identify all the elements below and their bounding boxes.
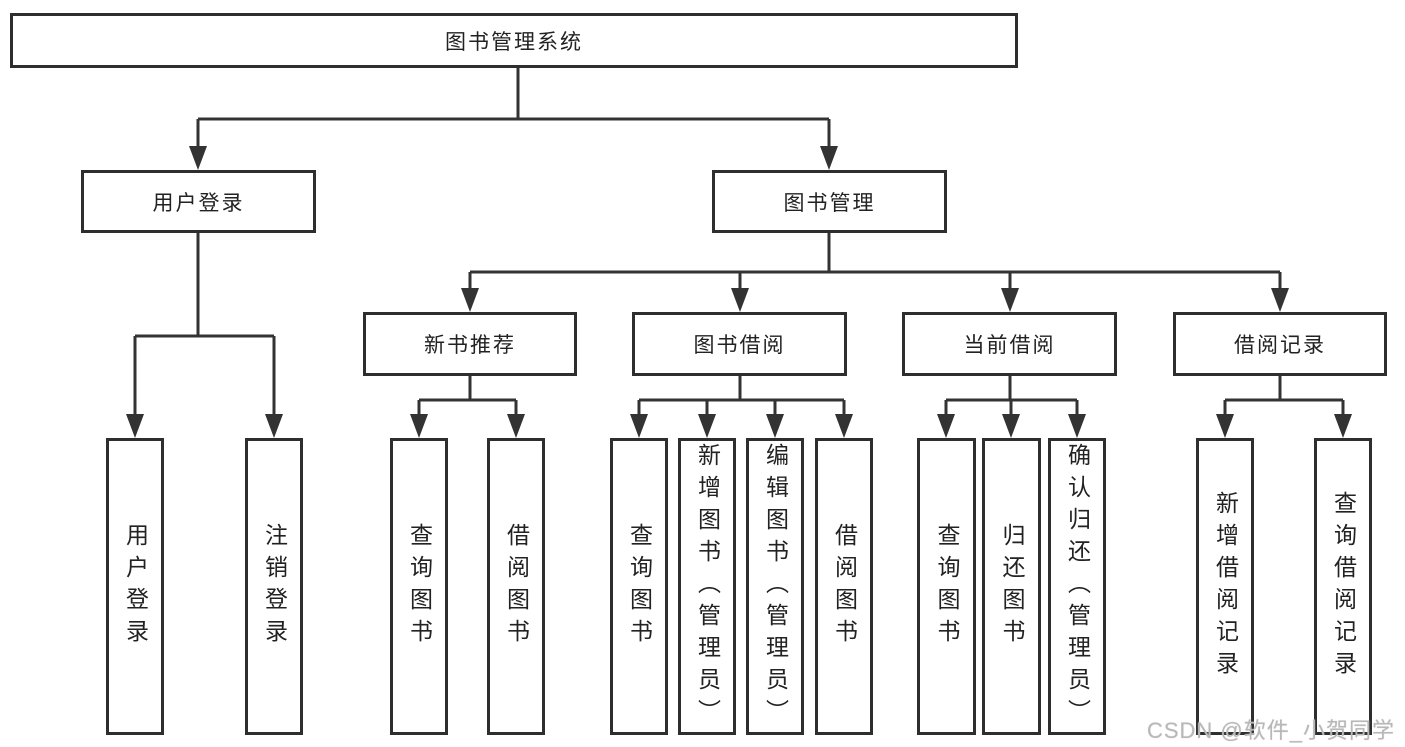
node-leaf-add-borrow-record-label: 新增借阅记录 — [1212, 490, 1239, 683]
node-leaf-query-books-current: 查询图书 — [917, 438, 976, 735]
node-leaf-user-login: 用户登录 — [106, 438, 164, 735]
arrowhead — [835, 414, 853, 438]
node-leaf-user-login-label: 用户登录 — [122, 522, 149, 651]
node-leaf-borrow-books-recommend: 借阅图书 — [487, 438, 545, 735]
arrowhead — [126, 414, 144, 438]
node-leaf-query-books-borrow-label: 查询图书 — [626, 522, 653, 651]
arrowhead — [731, 288, 749, 312]
node-leaf-borrow-books-recommend-label: 借阅图书 — [503, 522, 530, 651]
node-book-management-label: 图书管理 — [783, 191, 876, 215]
node-leaf-query-books-recommend: 查询图书 — [390, 438, 448, 735]
node-leaf-add-borrow-record: 新增借阅记录 — [1196, 438, 1254, 735]
arrowhead — [1216, 414, 1234, 438]
node-book-borrow-label: 图书借阅 — [693, 334, 786, 357]
node-user-login: 用户登录 — [81, 170, 316, 233]
arrowhead — [698, 414, 716, 438]
node-leaf-query-books-recommend-label: 查询图书 — [406, 522, 433, 651]
node-leaf-logout-login-label: 注销登录 — [261, 522, 288, 651]
node-leaf-return-books: 归还图书 — [982, 438, 1041, 735]
node-leaf-borrow-books: 借阅图书 — [815, 438, 873, 735]
node-leaf-confirm-return-admin-label: 确认归还（管理员） — [1064, 442, 1091, 731]
arrowhead — [630, 414, 648, 438]
csdn-watermark: CSDN @软件_小贺同学 — [1146, 718, 1395, 743]
arrowhead — [820, 146, 838, 170]
node-leaf-return-books-label: 归还图书 — [999, 522, 1025, 651]
node-leaf-edit-books-admin: 编辑图书（管理员） — [746, 438, 804, 735]
arrowhead — [410, 414, 428, 438]
arrowhead — [189, 146, 207, 170]
node-current-borrow: 当前借阅 — [902, 312, 1117, 376]
node-current-borrow-label: 当前借阅 — [963, 334, 1056, 357]
arrowhead — [1002, 414, 1020, 438]
connector-lines — [133, 68, 1345, 415]
node-user-login-label: 用户登录 — [152, 191, 245, 215]
arrowhead — [1334, 414, 1352, 438]
node-leaf-query-books-borrow: 查询图书 — [610, 438, 668, 735]
arrowhead — [1068, 414, 1086, 438]
node-borrow-records-label: 借阅记录 — [1234, 334, 1326, 357]
node-leaf-query-borrow-record: 查询借阅记录 — [1314, 438, 1372, 735]
node-leaf-borrow-books-label: 借阅图书 — [831, 522, 858, 651]
arrowhead — [766, 414, 784, 438]
node-new-book-recommend: 新书推荐 — [363, 312, 577, 376]
node-leaf-edit-books-admin-label: 编辑图书（管理员） — [762, 442, 789, 731]
arrowhead — [1001, 288, 1019, 312]
node-root: 图书管理系统 — [10, 13, 1018, 68]
node-leaf-logout-login: 注销登录 — [245, 438, 303, 735]
node-leaf-add-books-admin-label: 新增图书（管理员） — [694, 442, 721, 731]
node-leaf-query-borrow-record-label: 查询借阅记录 — [1330, 490, 1357, 683]
node-book-management: 图书管理 — [712, 170, 947, 233]
node-leaf-confirm-return-admin: 确认归还（管理员） — [1048, 438, 1106, 735]
arrowhead — [461, 288, 479, 312]
node-leaf-query-books-current-label: 查询图书 — [934, 522, 960, 651]
arrowheads — [126, 146, 1352, 438]
node-new-book-recommend-label: 新书推荐 — [424, 334, 516, 357]
arrowhead — [265, 414, 283, 438]
node-book-borrow: 图书借阅 — [632, 312, 847, 376]
node-root-label: 图书管理系统 — [445, 30, 583, 54]
node-borrow-records: 借阅记录 — [1173, 312, 1387, 376]
arrowhead — [507, 414, 525, 438]
arrowhead — [937, 414, 955, 438]
arrowhead — [1271, 288, 1289, 312]
node-leaf-add-books-admin: 新增图书（管理员） — [678, 438, 736, 735]
